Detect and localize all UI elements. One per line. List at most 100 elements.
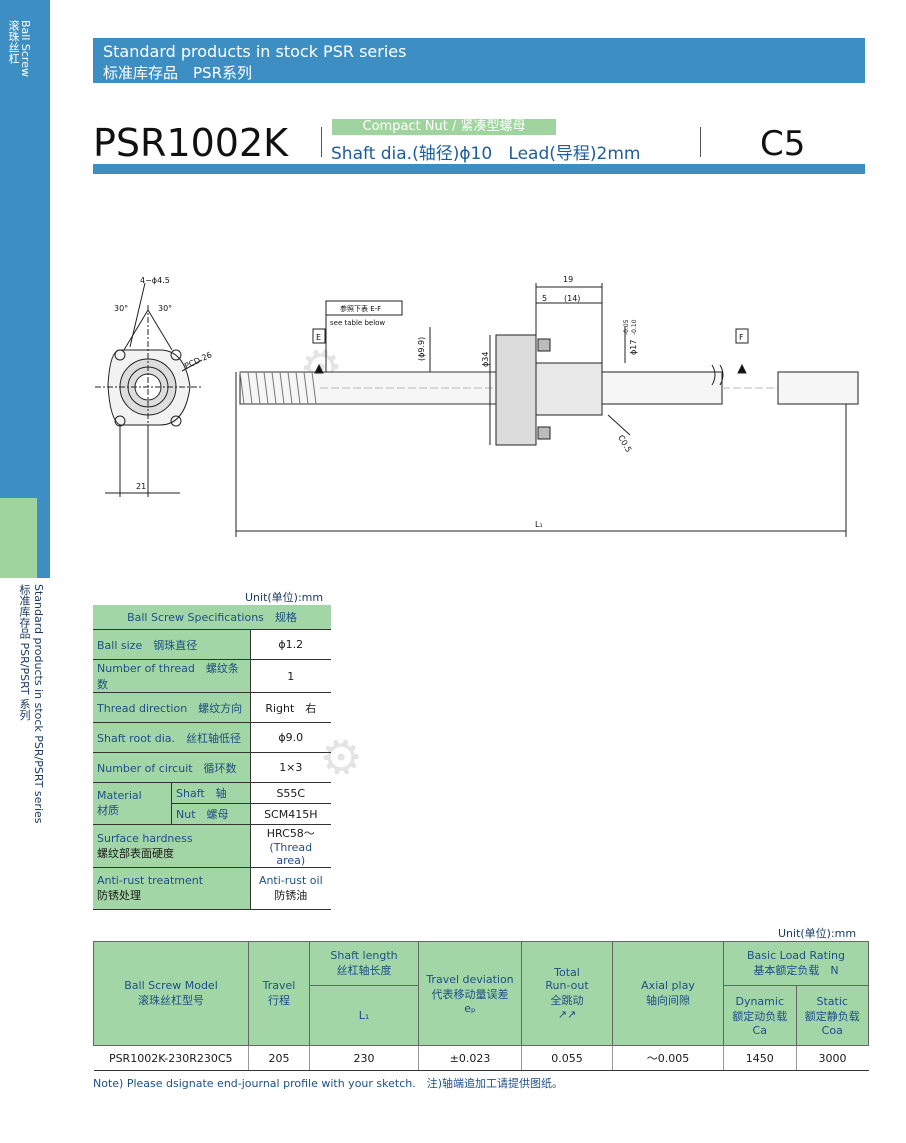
break-mark xyxy=(711,364,724,386)
spec-row-value: Right 右 xyxy=(249,692,331,723)
lead: Lead(导程)2mm xyxy=(508,144,641,164)
datum-e-triangle xyxy=(314,363,324,374)
col-shaft: Shaft length 丝杠轴长度 xyxy=(309,941,419,986)
angle-line xyxy=(123,309,149,351)
shaft-edge xyxy=(710,371,722,405)
sidebar-bottom-cn: 标准库存品 PSR/PSRT 系列 xyxy=(18,584,31,721)
cell-runout: 0.055 xyxy=(521,1045,613,1071)
shaft-edge xyxy=(240,371,510,405)
angle-label-2: 30° xyxy=(158,304,172,313)
pcd-label: PCD 26 xyxy=(183,350,213,371)
col-dev-en: Travel deviation xyxy=(426,972,514,986)
sidebar-top-label: Ball Screw xyxy=(19,20,32,77)
col-model: Ball Screw Model 滚珠丝杠型号 xyxy=(93,941,249,1046)
dim-19-label: 19 xyxy=(563,275,573,284)
sidebar-top-cn: 滚珠丝杠 xyxy=(7,20,20,64)
col-dyn-sym: Ca xyxy=(752,1023,767,1037)
bolt-hole xyxy=(170,349,182,361)
spec-row-value: 1×3 xyxy=(249,752,331,783)
title-underline-bar xyxy=(93,164,865,174)
leader-pcd xyxy=(181,359,203,372)
hardness-value: HRC58～(Thread area) xyxy=(249,824,331,868)
col-runout-cn: 全跳动 xyxy=(550,994,584,1007)
spec-row-label: Shaft root dia. 丝杠轴低径 xyxy=(93,722,251,753)
shaft-lead-line: Shaft dia.(轴径)ϕ10 Lead(导程)2mm xyxy=(331,139,640,164)
header-title-cn: 标准库存品 PSR系列 xyxy=(103,64,252,82)
nut-screw-detail xyxy=(537,338,551,352)
col-dev-cn: 代表移动量误差 xyxy=(431,987,509,1001)
dim-34-label: ϕ34 xyxy=(481,352,490,367)
model-unit: Unit(单位):mm xyxy=(778,927,857,940)
datum-e-box xyxy=(312,328,326,344)
hardness-val1: HRC58～ xyxy=(266,827,315,840)
col-travel-cn: 行程 xyxy=(268,994,290,1007)
header-title-en: Standard products in stock PSR series xyxy=(103,42,407,61)
col-model-cn: 滚珠丝杠型号 xyxy=(138,994,204,1007)
nut-body-side xyxy=(535,362,603,416)
shaft-material-label: Shaft 轴 xyxy=(171,782,251,804)
dim-17-label: ϕ17 xyxy=(629,340,638,355)
model-name: PSR1002K xyxy=(93,121,289,165)
col-runout-en1: Total xyxy=(554,966,580,979)
datum-f-triangle xyxy=(737,363,747,374)
runout-ref-label: 参照下表 E-F xyxy=(340,304,381,313)
col-model-en: Ball Screw Model xyxy=(124,979,218,992)
rust-val-en: Anti-rust oil xyxy=(258,874,323,887)
model-table: Ball Screw Model 滚珠丝杠型号 Travel 行程 Shaft le… xyxy=(93,941,869,1071)
angle-label-1: 30° xyxy=(114,304,128,313)
spec-row-label: Thread direction 螺纹方向 xyxy=(93,692,251,723)
tol-upper: -0.05 xyxy=(623,319,630,335)
bolt-hole xyxy=(170,415,182,427)
footnote: Note) Please dsignate end-journal profil… xyxy=(93,1077,564,1090)
col-sta-cn: 额定静负载 xyxy=(804,1009,860,1023)
cell-length: 230 xyxy=(309,1045,419,1071)
sidebar-top-en: Ball Screw xyxy=(19,20,32,77)
runout-icon: ↗↗ xyxy=(557,1008,577,1021)
nut-material-label: Nut 螺母 xyxy=(171,803,251,825)
hardness-en: Surface hardness xyxy=(97,831,193,845)
hardness-val2: (Thread area) xyxy=(269,841,313,867)
dim-14-label: (14) xyxy=(564,294,580,303)
col-travel-en: Travel xyxy=(262,979,296,992)
nut-type-badge: Compact Nut / 紧凑型螺母 xyxy=(332,119,556,135)
hole-label: 4−ϕ4.5 xyxy=(140,276,170,285)
see-table-label: see table below xyxy=(330,319,385,327)
col-dev-sym: eₚ xyxy=(464,1001,476,1015)
col-shaft-sub: L₁ xyxy=(309,985,419,1046)
spec-row-label: Number of thread 螺纹条数 xyxy=(93,659,251,693)
col-shaft-en: Shaft length xyxy=(330,949,398,962)
col-load-cn: 基本额定负载 N xyxy=(753,964,839,977)
nut-material-value: SCM415H xyxy=(249,803,331,825)
spec-table: Ball Screw Specifications 规格 Ball size 钢… xyxy=(93,605,331,910)
l1-label: L₁ xyxy=(535,520,543,529)
angle-line xyxy=(147,309,173,351)
col-shaft-cn: 丝杠轴长度 xyxy=(336,964,392,977)
col-dyn-en: Dynamic xyxy=(735,994,784,1008)
shaft-dia: Shaft dia.(轴径)ϕ10 xyxy=(331,144,493,164)
rust-val-cn: 防锈油 xyxy=(274,889,308,902)
chamfer-label: C0.5 xyxy=(616,434,633,454)
dim-5-label: 5 xyxy=(542,294,547,303)
spec-row-label: Number of circuit 循环数 xyxy=(93,752,251,783)
material-label-en: Material xyxy=(97,789,142,802)
sidebar-bottom-en: Standard products in stock PSR/PSRT seri… xyxy=(32,584,45,824)
col-axial-cn: 轴向间隙 xyxy=(646,994,690,1007)
col-axial: Axial play 轴向间隙 xyxy=(612,941,724,1046)
cell-axial: ～0.005 xyxy=(612,1045,724,1071)
spec-row-value: ϕ9.0 xyxy=(249,722,331,753)
dim-99-label: (ϕ9.9) xyxy=(417,337,426,361)
col-dyn-cn: 额定动负载 xyxy=(732,1009,788,1023)
col-axial-en: Axial play xyxy=(641,979,695,992)
sidebar-top-band xyxy=(0,0,50,498)
cell-deviation: ±0.023 xyxy=(418,1045,522,1071)
cell-model: PSR1002K-230R230C5 xyxy=(93,1045,249,1071)
datum-f-box xyxy=(735,328,749,344)
col-sta-en: Static xyxy=(816,994,848,1008)
rust-cn: 防锈处理 xyxy=(97,889,141,902)
